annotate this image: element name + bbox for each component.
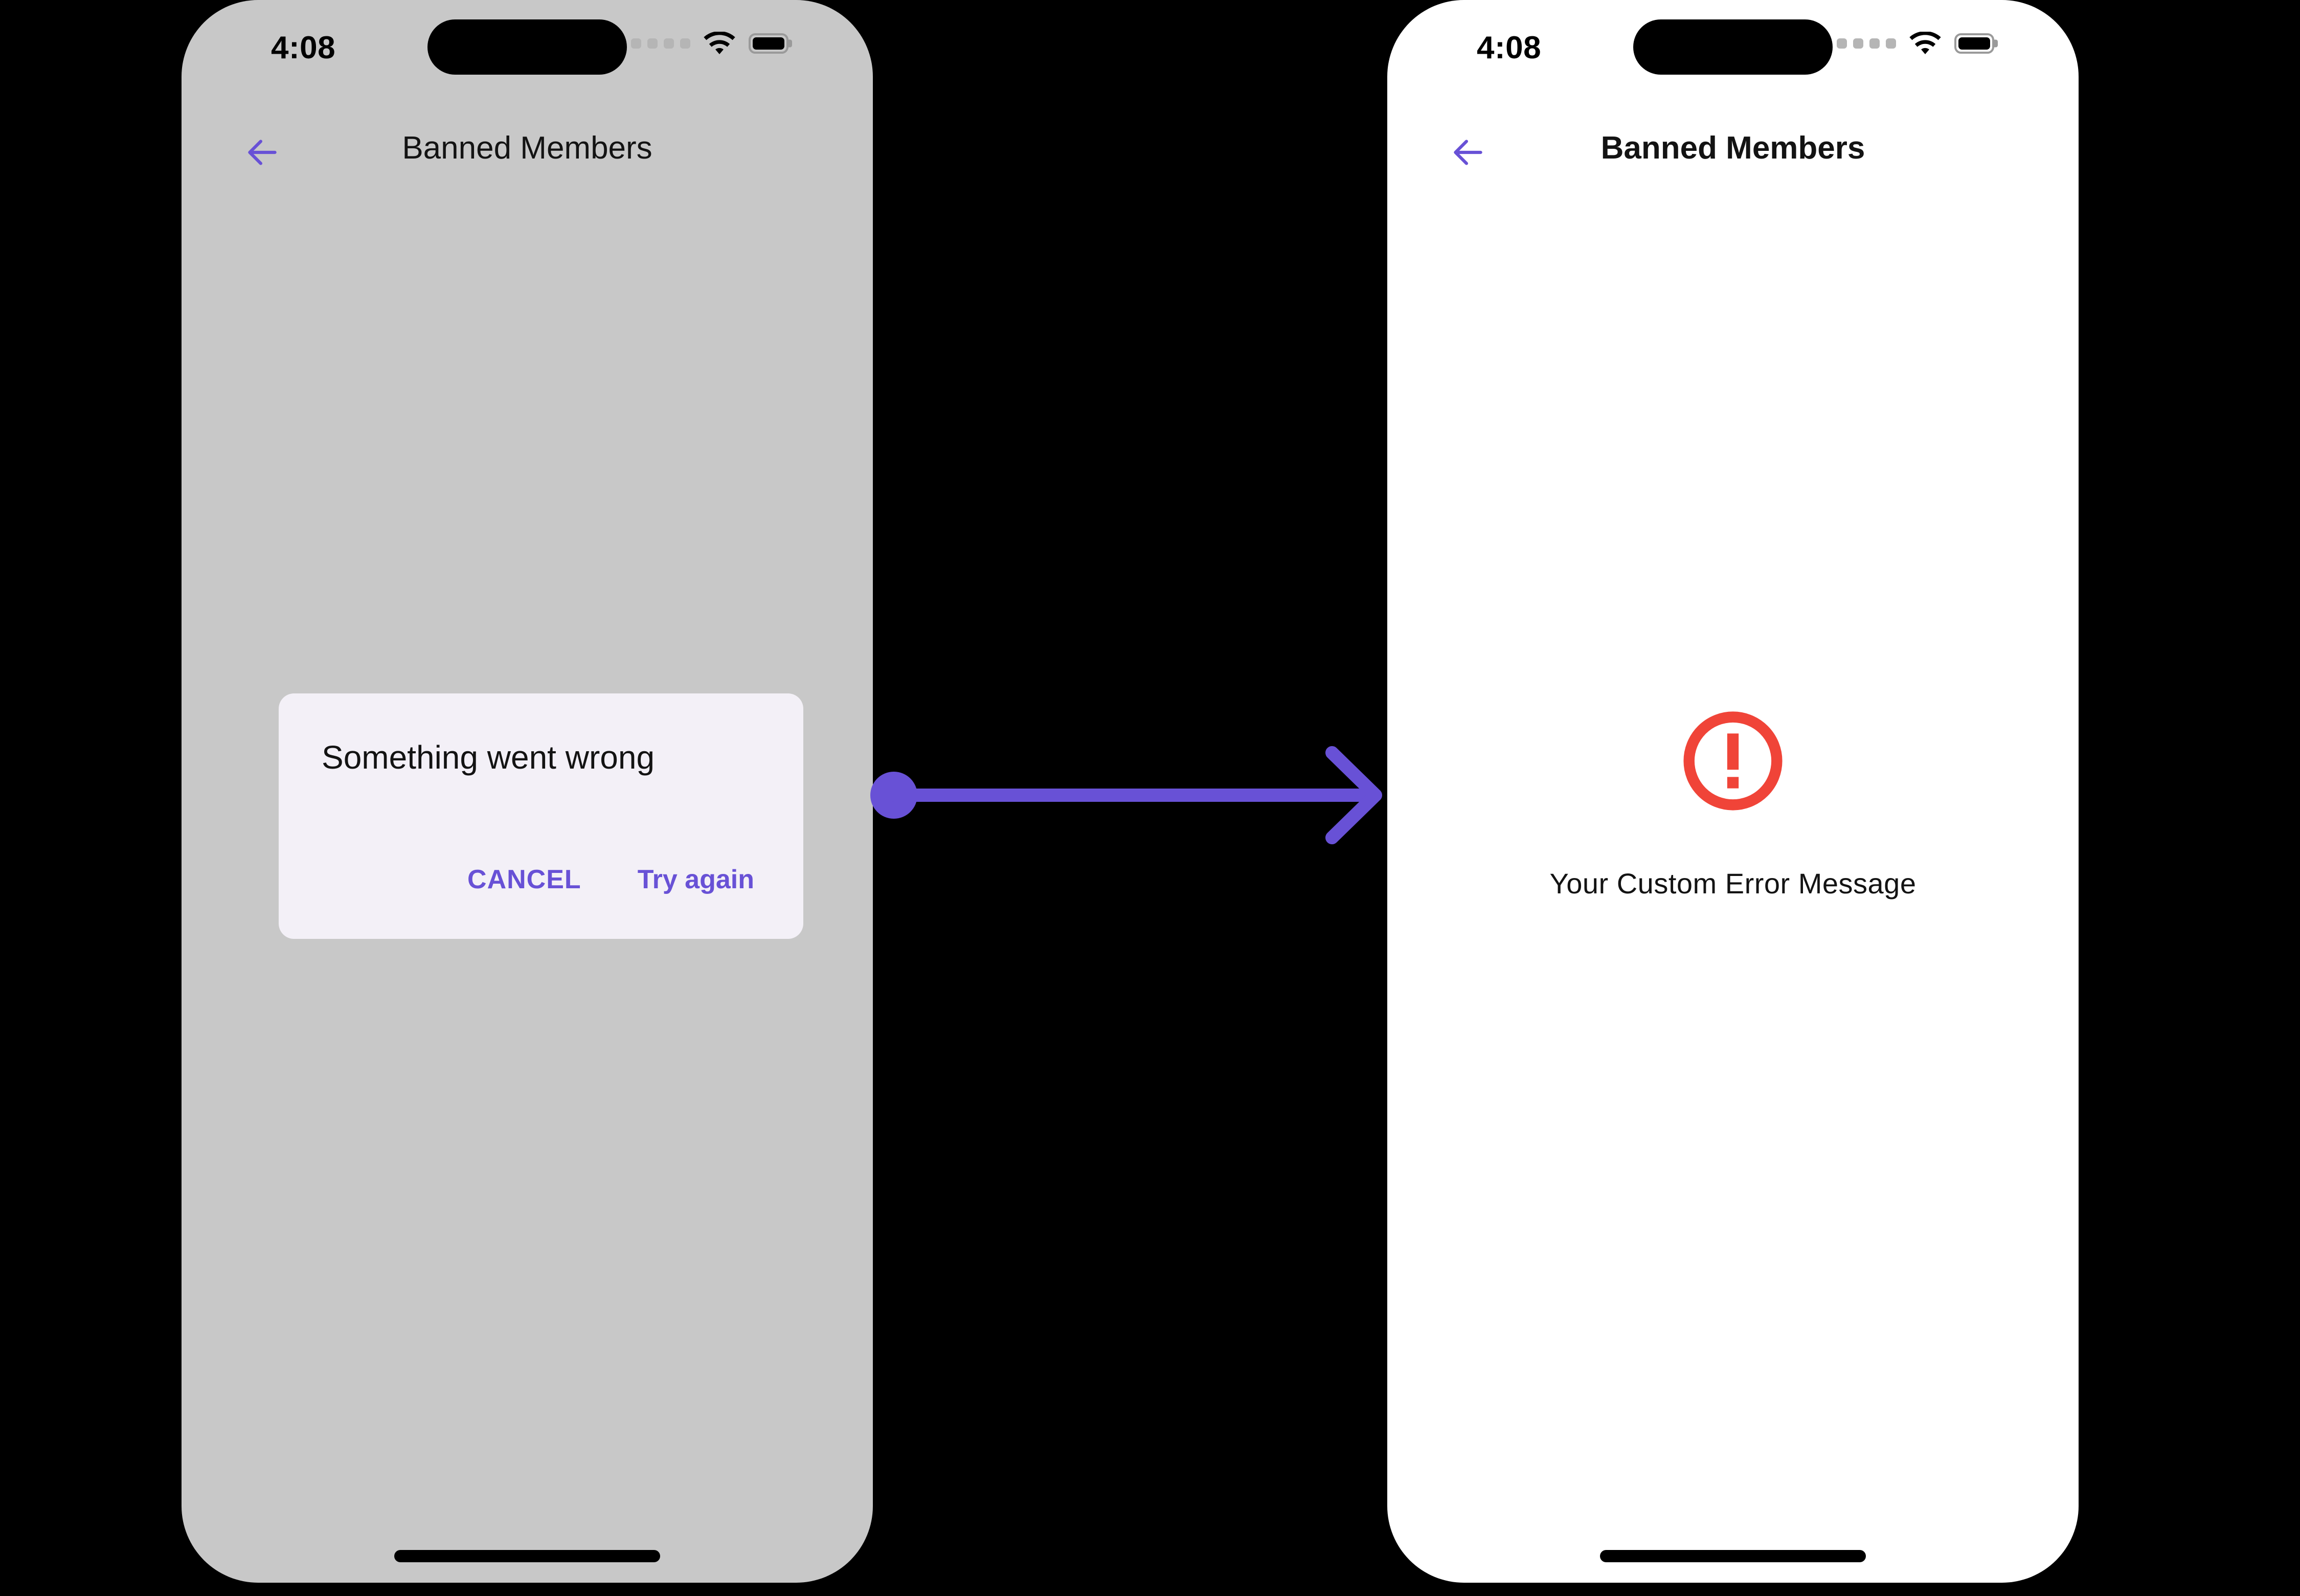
custom-error-state: Your Custom Error Message	[1387, 708, 2079, 900]
home-indicator[interactable]	[394, 1550, 660, 1562]
status-bar: 4:08	[182, 0, 873, 92]
arrow-left-icon	[1454, 140, 1482, 165]
back-button[interactable]	[1444, 128, 1493, 177]
wifi-icon	[704, 32, 735, 54]
app-bar: Banned Members	[1387, 118, 2079, 189]
status-bar-indicators	[1837, 32, 1994, 55]
cellular-signal-icon	[631, 38, 690, 49]
transition-arrow	[870, 746, 1382, 844]
cellular-signal-icon	[1837, 38, 1896, 49]
error-message: Your Custom Error Message	[1549, 867, 1916, 900]
page-title: Banned Members	[1600, 130, 1865, 166]
app-bar: Banned Members	[182, 118, 873, 189]
battery-icon	[749, 33, 788, 54]
status-bar-time: 4:08	[1477, 30, 1542, 65]
phone-screen-custom-error-state: 4:08 Banned Members	[1387, 0, 2079, 1583]
back-button[interactable]	[238, 128, 287, 177]
arrow-head	[1325, 746, 1382, 844]
error-dialog: Something went wrong CANCEL Try again	[279, 693, 803, 939]
status-bar-indicators	[631, 32, 788, 55]
status-bar: 4:08	[1387, 0, 2079, 92]
dialog-actions: CANCEL Try again	[467, 864, 754, 895]
phone-screen-dialog-state: 4:08 Banned Members Something wen	[182, 0, 873, 1583]
dynamic-island	[427, 19, 627, 75]
arrow-left-icon	[248, 140, 277, 165]
wifi-icon	[1909, 32, 1941, 54]
dialog-title: Something went wrong	[322, 739, 655, 776]
dynamic-island	[1633, 19, 1833, 75]
home-indicator[interactable]	[1600, 1550, 1866, 1562]
try-again-button[interactable]: Try again	[637, 865, 754, 894]
error-exclamation-circle-icon	[1683, 711, 1783, 811]
page-title: Banned Members	[402, 130, 652, 166]
battery-icon	[1954, 33, 1994, 54]
status-bar-time: 4:08	[271, 30, 336, 65]
cancel-button[interactable]: CANCEL	[467, 865, 581, 894]
